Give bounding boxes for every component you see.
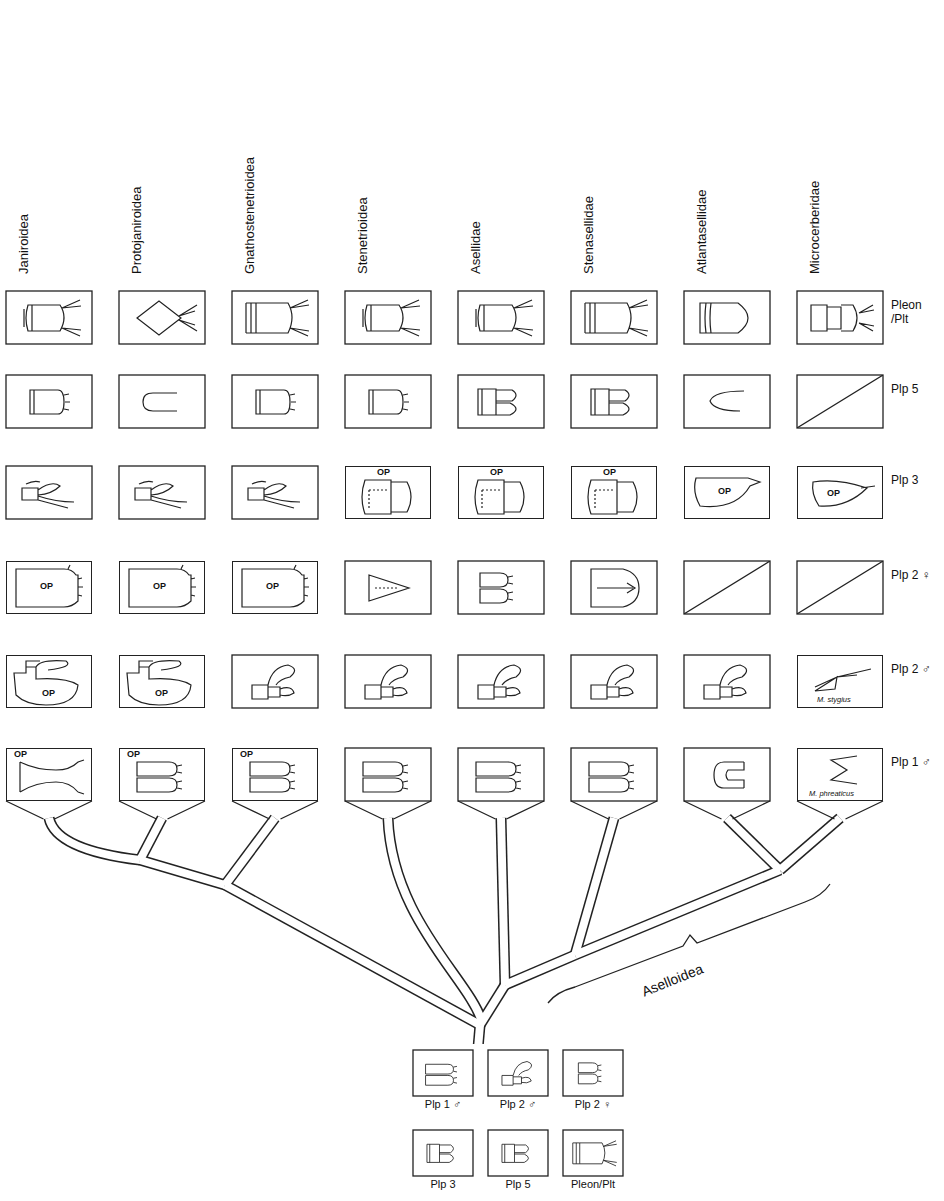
appendage-box: OP — [684, 466, 770, 519]
ground-pattern-label: Plp 2 ♂ — [500, 1098, 536, 1111]
op-mark: OP — [13, 750, 28, 760]
appendage-box: OP — [797, 466, 883, 519]
op-mark: OP — [41, 689, 56, 699]
taxon-header: Protojaniroidea — [130, 187, 145, 274]
op-mark: OP — [39, 582, 54, 592]
op-mark: OP — [152, 582, 167, 592]
taxon-header: Stenasellidae — [582, 196, 597, 274]
row-label: Plp 2 ♂ — [891, 663, 939, 677]
ground-pattern-label: Plp 5 — [505, 1178, 530, 1191]
row-label: Pleon /Plt — [891, 299, 939, 327]
taxon-header: Atlantasellidae — [695, 189, 710, 274]
row-label: Plp 3 — [891, 474, 939, 488]
appendage-box: M. phreaticus — [797, 748, 883, 801]
appendage-box: OP — [6, 655, 92, 708]
op-mark: OP — [376, 468, 391, 478]
clade-label: Aselloidea — [639, 960, 705, 999]
appendage-box: OP — [119, 748, 205, 801]
ground-pattern-label: Plp 2 ♀ — [575, 1098, 611, 1111]
appendage-box: OP — [119, 655, 205, 708]
row-label: Plp 2 ♀ — [891, 569, 939, 583]
figure-boxes — [6, 291, 883, 1176]
ground-pattern-label: Plp 1 ♂ — [425, 1098, 461, 1111]
appendage-box: OP — [6, 748, 92, 801]
species-name: M. phreaticus — [808, 790, 855, 798]
op-mark: OP — [826, 489, 841, 499]
op-mark: OP — [489, 468, 504, 478]
op-mark: OP — [126, 750, 141, 760]
appendage-box: OP — [571, 466, 657, 519]
appendage-box: OP — [232, 748, 318, 801]
appendage-box: OP — [6, 561, 92, 614]
taxon-header: Stenetrioidea — [356, 197, 371, 274]
appendage-box: OP — [232, 561, 318, 614]
appendage-box: OP — [345, 466, 431, 519]
op-mark: OP — [154, 689, 169, 699]
tree-fill — [49, 818, 840, 1048]
op-mark: OP — [717, 487, 732, 497]
taxon-header: Asellidae — [469, 221, 484, 274]
clade-bracket — [548, 884, 830, 1003]
op-mark: OP — [602, 468, 617, 478]
taxon-header: Janiroidea — [17, 214, 32, 274]
appendage-sketches — [14, 300, 883, 1166]
appendage-box: OP — [119, 561, 205, 614]
taxon-header: Microcerberidae — [808, 181, 823, 274]
taxon-header: Gnathostenetrioidea — [243, 157, 258, 274]
tree-root-end — [472, 1044, 484, 1050]
row-label: Plp 5 — [891, 383, 939, 397]
appendage-box: OP — [458, 466, 544, 519]
tree-outline — [49, 818, 840, 1048]
species-name: M. stygius — [816, 696, 852, 704]
stem-funnels — [6, 801, 883, 819]
ground-pattern-label: Pleon/Plt — [571, 1178, 615, 1191]
ground-pattern-label: Plp 3 — [430, 1178, 455, 1191]
row-label: Plp 1 ♂ — [891, 756, 939, 770]
appendage-box: M. stygius — [797, 655, 883, 708]
op-mark: OP — [239, 750, 254, 760]
op-mark: OP — [265, 582, 280, 592]
